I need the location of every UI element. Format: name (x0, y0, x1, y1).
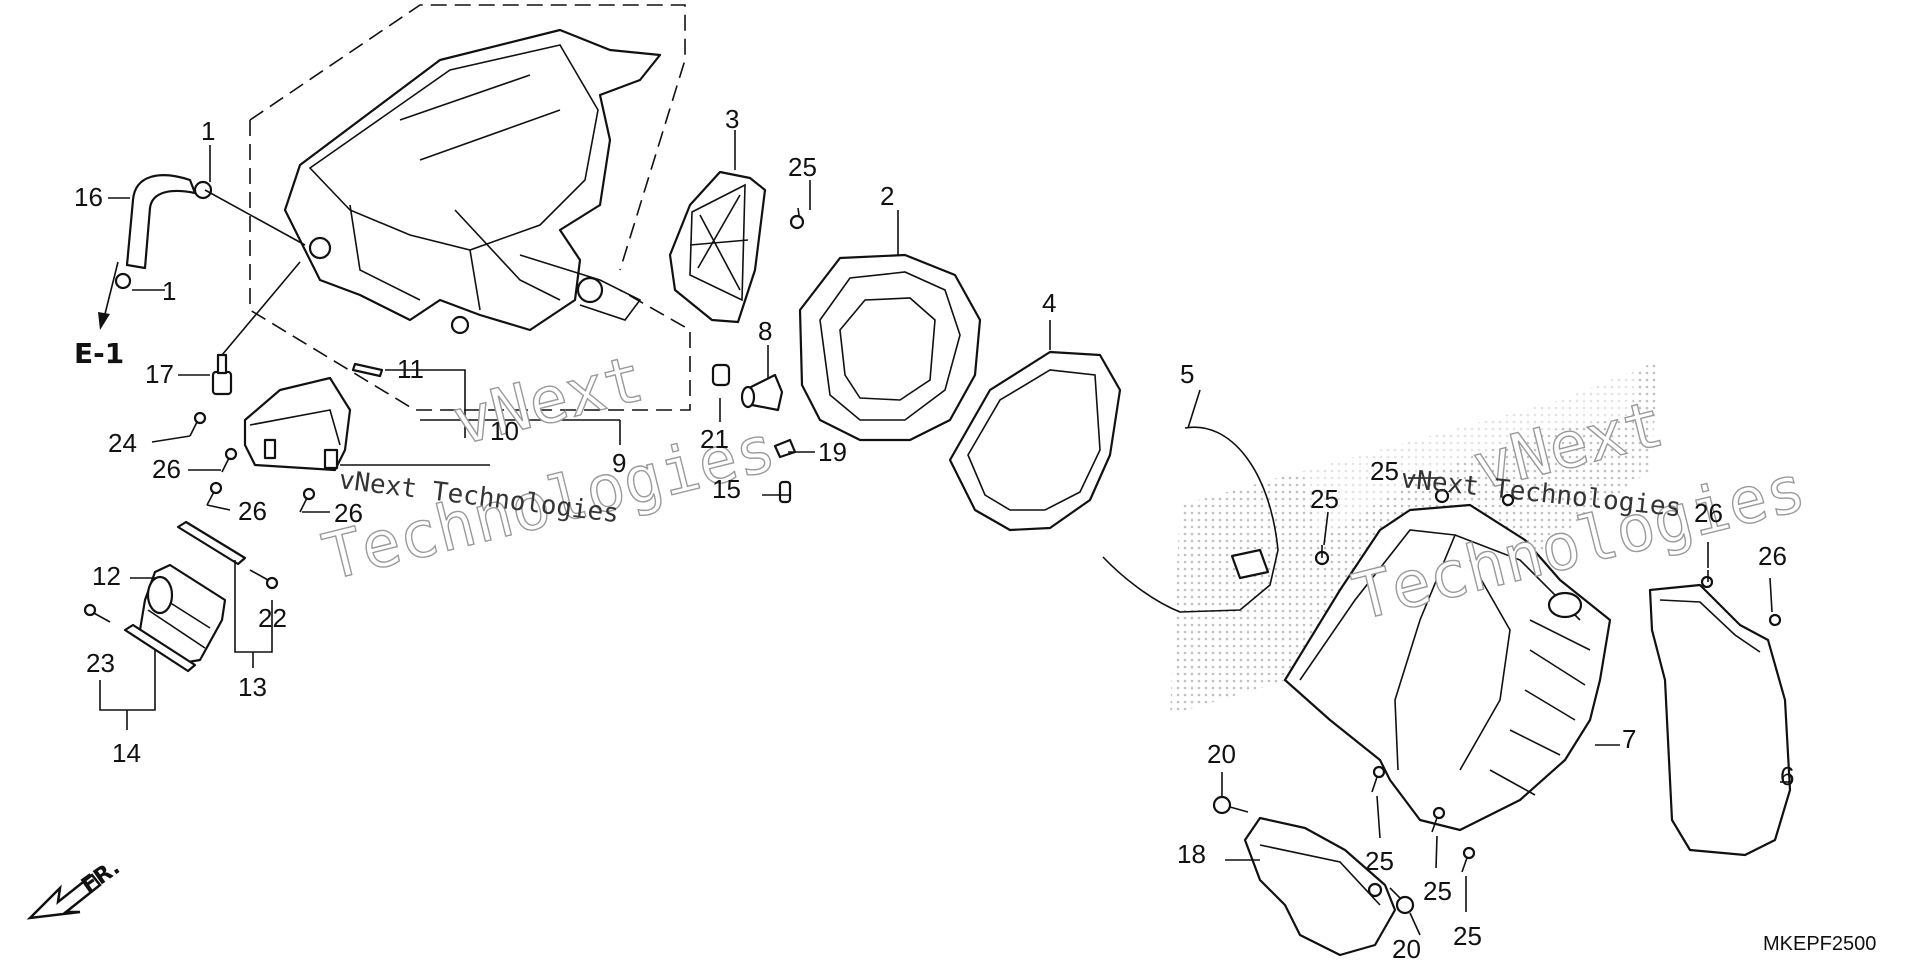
callout-15: 15 (712, 474, 741, 504)
callout-9: 9 (612, 448, 626, 478)
callout-4: 4 (1042, 288, 1056, 318)
funnel-12 (138, 563, 227, 664)
screw-25-rear-b (1434, 488, 1450, 504)
screw-24 (189, 411, 207, 437)
screw-22 (249, 569, 279, 590)
callout-23: 23 (86, 648, 115, 678)
air-duct-7 (1283, 503, 1612, 832)
screw-25-rear-a (1314, 545, 1330, 566)
callout-26d: 26 (1694, 498, 1723, 528)
assembly-9-outline (249, 4, 691, 411)
screw-26-right-b (1768, 613, 1782, 627)
clip-19 (773, 438, 797, 459)
front-direction-arrow: FR. (26, 855, 125, 920)
callout-10: 10 (490, 416, 519, 446)
funnel-plate-13 (176, 520, 247, 566)
screw-25-low-b (1461, 846, 1476, 873)
screw-25-rear-c (1501, 493, 1515, 507)
callout-25e: 25 (1423, 876, 1452, 906)
bracket-18 (1243, 816, 1397, 957)
drawing-code: MKEPF2500 (1763, 933, 1876, 955)
plate-14 (123, 623, 197, 673)
air-cleaner-housing (283, 28, 662, 335)
screw-26-left-b (206, 481, 223, 506)
frame-4 (948, 350, 1122, 532)
screw-26-left-a (221, 447, 238, 473)
screen-3 (668, 170, 767, 324)
callout-24: 24 (108, 428, 137, 458)
callout-19: 19 (818, 437, 847, 467)
callout-1b: 1 (162, 276, 176, 306)
callout-25a: 25 (788, 152, 817, 182)
callout-7: 7 (1622, 724, 1636, 754)
callout-6: 6 (1780, 761, 1794, 791)
bolt-20-lower (1389, 887, 1415, 915)
section-reference: E-1 (74, 337, 124, 370)
callout-numbers: 1 1 2 3 4 5 6 7 8 9 10 11 12 13 14 15 16… (74, 104, 1794, 960)
callout-brackets-upper (340, 369, 621, 466)
callout-1a: 1 (201, 116, 215, 146)
callout-11: 11 (397, 354, 424, 384)
callout-20b: 20 (1392, 934, 1421, 960)
callout-12: 12 (92, 561, 121, 591)
callout-25b: 25 (1310, 484, 1339, 514)
callout-18: 18 (1177, 839, 1206, 869)
screw-26-right-a (1700, 570, 1714, 589)
bolt-20-upper (1212, 795, 1249, 815)
screw-23 (83, 603, 111, 623)
pin-11 (351, 362, 384, 378)
breather-hose-16 (114, 174, 332, 290)
clamp-21 (711, 363, 731, 387)
cover-10 (243, 376, 352, 472)
callout-3: 3 (725, 104, 739, 134)
callout-25c: 25 (1370, 456, 1399, 486)
screw-25-low-a (1431, 806, 1446, 833)
callout-13: 13 (238, 672, 267, 702)
clip-15 (778, 480, 792, 504)
tube-8 (740, 373, 784, 412)
callout-25d: 25 (1365, 846, 1394, 876)
air-element-2 (798, 253, 982, 442)
callout-26a: 26 (152, 454, 181, 484)
screw-25-upper (789, 207, 805, 230)
callout-8: 8 (758, 316, 772, 346)
callout-22: 22 (258, 603, 287, 633)
callout-26b: 26 (238, 496, 267, 526)
callout-14: 14 (112, 738, 141, 768)
callout-21: 21 (700, 424, 729, 454)
wire-5 (1102, 426, 1279, 613)
screw-26-left-c (299, 487, 316, 513)
callout-26e: 26 (1758, 541, 1787, 571)
callout-25f: 25 (1453, 921, 1482, 951)
connector-17 (211, 261, 301, 396)
callout-2: 2 (880, 181, 894, 211)
callout-17: 17 (145, 359, 174, 389)
callout-26c: 26 (334, 498, 363, 528)
callout-16: 16 (74, 182, 103, 212)
leader-lines (108, 130, 1790, 936)
callout-brackets-lower (99, 560, 273, 730)
side-cover-6 (1648, 583, 1792, 857)
e1-arrow (98, 261, 119, 330)
screw-25-mid (1371, 765, 1386, 793)
callout-20a: 20 (1207, 739, 1236, 769)
callout-5: 5 (1180, 359, 1194, 389)
